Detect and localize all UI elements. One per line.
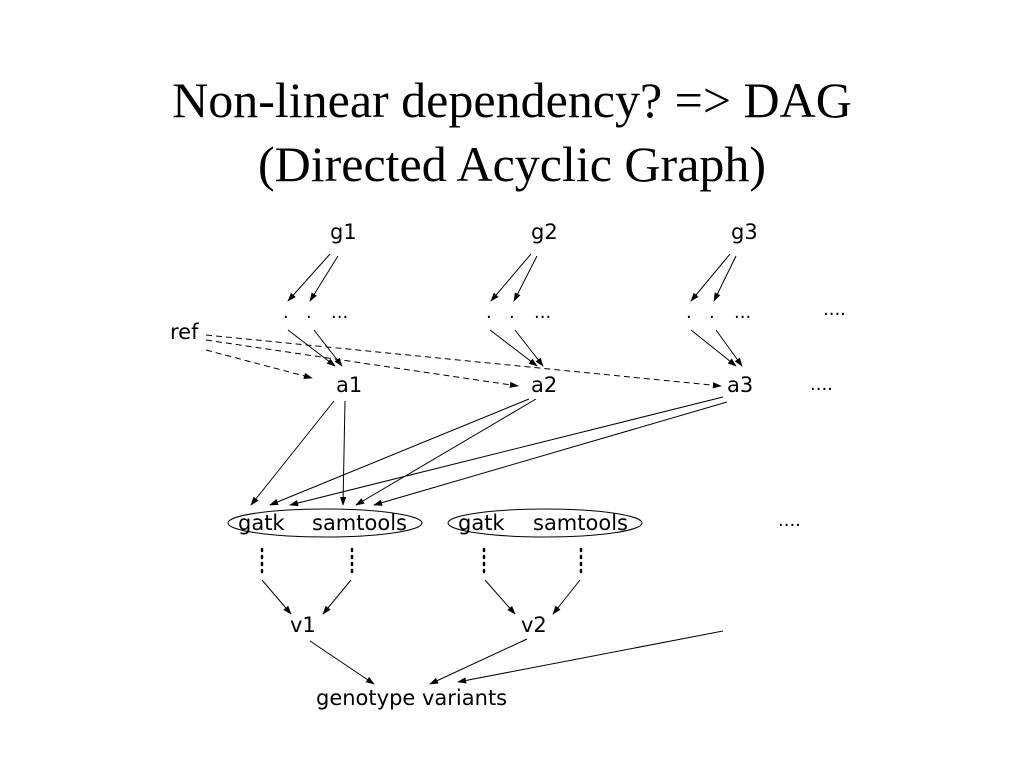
tool-samtools: samtools	[312, 511, 407, 535]
tool-samtools: samtools	[533, 511, 628, 535]
intermediate-dot: .	[283, 302, 289, 323]
intermediate-layer: . . ... . . ... . . ... ....	[283, 299, 846, 323]
a-layer-more: ....	[810, 374, 833, 395]
edges-tools-dotted	[260, 547, 583, 577]
node-a3: a3	[727, 373, 753, 397]
edges-intermediate-to-a	[287, 329, 743, 367]
node-a2: a2	[531, 373, 557, 397]
edges-ref-dashed	[205, 334, 722, 389]
tool-gatk: gatk	[238, 511, 285, 535]
slide-title: Non-linear dependency? => DAG (Directed …	[0, 68, 1024, 196]
slide-title-line-2: (Directed Acyclic Graph)	[257, 136, 767, 192]
node-ref: ref	[170, 320, 199, 344]
intermediate-ellipsis: ...	[331, 302, 348, 323]
intermediate-dot: .	[486, 302, 492, 323]
intermediate-more: ....	[823, 299, 846, 320]
node-g3: g3	[731, 220, 758, 244]
intermediate-dot: .	[509, 302, 515, 323]
edges-a-to-tools	[250, 396, 728, 507]
node-v2: v2	[521, 613, 547, 637]
intermediate-dot: .	[709, 302, 715, 323]
node-v1: v1	[290, 613, 316, 637]
tool-group-2-outline	[447, 508, 643, 538]
node-genotype-variants: genotype variants	[316, 686, 507, 710]
edges-tools-to-v	[261, 579, 581, 615]
slide-title-line-1: Non-linear dependency? => DAG	[172, 72, 852, 128]
node-a1: a1	[336, 373, 362, 397]
intermediate-ellipsis: ...	[534, 302, 551, 323]
node-g1: g1	[330, 220, 357, 244]
intermediate-dot: .	[686, 302, 692, 323]
intermediate-ellipsis: ...	[734, 302, 751, 323]
tool-layer-more: ....	[778, 510, 801, 531]
edges-g-to-intermediate	[287, 253, 737, 302]
intermediate-dot: .	[306, 302, 312, 323]
tool-group-1-outline	[227, 508, 423, 538]
tool-gatk: gatk	[458, 511, 505, 535]
edges-v-to-genotype	[309, 630, 724, 685]
node-g2: g2	[531, 220, 558, 244]
